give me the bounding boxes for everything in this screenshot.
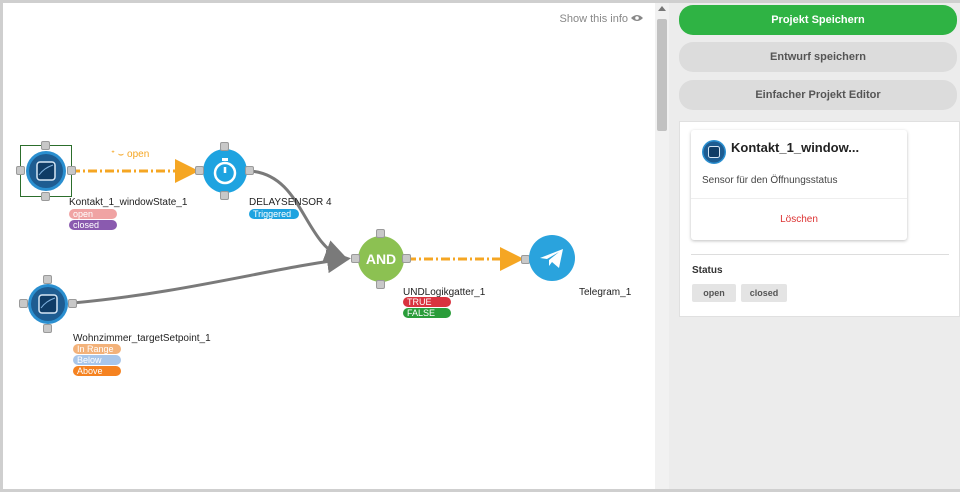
handle-top[interactable] <box>41 141 50 150</box>
handle-top[interactable] <box>220 142 229 151</box>
node-and[interactable]: AND <box>351 229 411 289</box>
tag-in-range: In Range <box>73 344 121 354</box>
node-info-card: Kontakt_1_window... Sensor für den Öffnu… <box>679 121 960 317</box>
card-title: Kontakt_1_window... <box>731 140 860 155</box>
timer-icon <box>203 149 247 193</box>
handle-right[interactable] <box>68 299 77 308</box>
handle-left[interactable] <box>351 254 360 263</box>
tag-closed: closed <box>69 220 117 230</box>
scroll-up-icon[interactable] <box>658 6 666 11</box>
telegram-icon <box>529 235 575 281</box>
save-project-button[interactable]: Projekt Speichern <box>679 5 957 35</box>
flow-canvas[interactable]: Show this info ᐩ ⌣ open Kontakt_1_window… <box>3 3 655 489</box>
node-kontakt[interactable] <box>16 141 76 201</box>
card-description: Sensor für den Öffnungsstatus <box>702 175 838 186</box>
handle-left[interactable] <box>195 166 204 175</box>
and-gate-symbol: AND <box>365 251 397 267</box>
node-telegram[interactable] <box>521 235 575 285</box>
eye-icon <box>631 13 643 25</box>
edge-label-prefix: ᐩ ⌣ <box>111 149 128 160</box>
status-chip-open: open <box>692 284 736 302</box>
simple-editor-button[interactable]: Einfacher Projekt Editor <box>679 80 957 110</box>
node-telegram-label: Telegram_1 <box>579 287 632 298</box>
status-heading: Status <box>692 265 723 276</box>
handle-top[interactable] <box>43 275 52 284</box>
scroll-thumb[interactable] <box>657 19 667 131</box>
tag-above: Above <box>73 366 121 376</box>
sensor-icon <box>26 151 66 191</box>
delete-button[interactable]: Löschen <box>780 214 818 225</box>
handle-right[interactable] <box>402 254 411 263</box>
handle-left[interactable] <box>19 299 28 308</box>
status-chip-closed: closed <box>741 284 787 302</box>
node-wohnzimmer-label: Wohnzimmer_targetSetpoint_1 <box>73 333 211 344</box>
tag-true: TRUE <box>403 297 451 307</box>
edges-layer <box>71 159 524 305</box>
tag-false: FALSE <box>403 308 451 318</box>
node-kontakt-label: Kontakt_1_windowState_1 <box>69 197 188 208</box>
node-wohnzimmer[interactable] <box>19 275 77 333</box>
handle-top[interactable] <box>376 229 385 238</box>
show-info-toggle[interactable]: Show this info <box>560 13 643 25</box>
handle-bottom[interactable] <box>376 280 385 289</box>
divider <box>691 198 907 199</box>
sensor-icon <box>702 140 726 164</box>
handle-right[interactable] <box>67 166 76 175</box>
and-gate-icon: AND <box>358 236 404 282</box>
sensor-icon <box>28 284 68 324</box>
show-info-label: Show this info <box>559 13 628 25</box>
node-delay-label: DELAYSENSOR 4 <box>249 197 332 208</box>
node-summary-card: Kontakt_1_window... Sensor für den Öffnu… <box>691 130 907 240</box>
edge-label: ᐩ ⌣ open <box>111 149 149 160</box>
tag-below: Below <box>73 355 121 365</box>
canvas-scrollbar[interactable] <box>655 3 669 489</box>
edge-wohnzimmer-and[interactable] <box>72 249 351 305</box>
edge-label-text: open <box>127 149 150 160</box>
node-and-label: UNDLogikgatter_1 <box>403 287 486 298</box>
handle-bottom[interactable] <box>41 192 50 201</box>
handle-left[interactable] <box>16 166 25 175</box>
handle-bottom[interactable] <box>220 191 229 200</box>
node-delay[interactable] <box>195 142 254 200</box>
divider <box>691 254 949 255</box>
tag-triggered: Triggered <box>249 209 299 219</box>
properties-panel: Projekt Speichern Entwurf speichern Einf… <box>669 3 960 489</box>
handle-bottom[interactable] <box>43 324 52 333</box>
save-draft-button[interactable]: Entwurf speichern <box>679 42 957 72</box>
tag-open: open <box>69 209 117 219</box>
handle-right[interactable] <box>245 166 254 175</box>
